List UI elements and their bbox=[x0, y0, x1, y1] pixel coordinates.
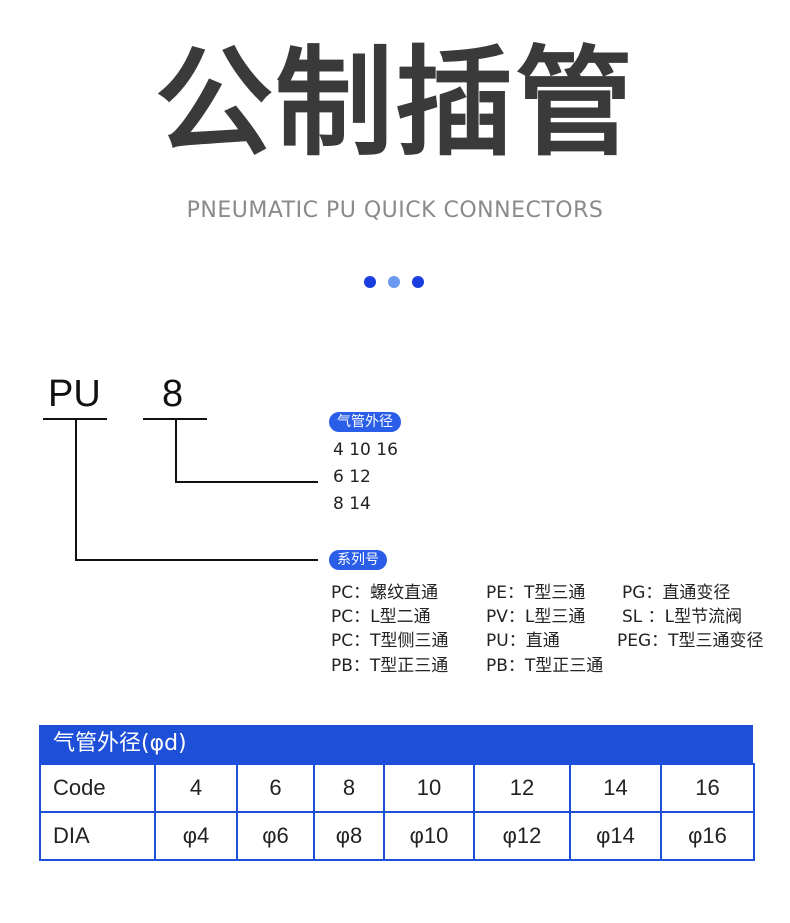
series-connector-vertical bbox=[75, 419, 77, 561]
dot-1 bbox=[364, 276, 376, 288]
table-cell: φ10 bbox=[383, 811, 475, 861]
page-title: 公制插管 bbox=[154, 34, 635, 172]
dot-2 bbox=[388, 276, 400, 288]
size-connector-vertical bbox=[175, 419, 177, 483]
series-item: PE：T型三通 bbox=[486, 583, 586, 603]
table-cell: 4 bbox=[154, 763, 238, 813]
series-connector-horizontal bbox=[75, 559, 318, 561]
table-cell: 6 bbox=[236, 763, 315, 813]
series-item: PB：T型正三通 bbox=[331, 656, 449, 676]
series-label-pill: 系列号 bbox=[329, 550, 387, 570]
size-connector-horizontal bbox=[175, 481, 318, 483]
row-header-dia: DIA bbox=[39, 811, 156, 861]
series-item: PG：直通变径 bbox=[622, 583, 731, 603]
table-cell: 12 bbox=[473, 763, 571, 813]
table-row-code: Code 4 6 8 10 12 14 16 bbox=[39, 763, 755, 813]
decorative-dots bbox=[362, 276, 432, 290]
series-item: SL ：L型节流阀 bbox=[622, 607, 743, 627]
table-cell: 8 bbox=[313, 763, 385, 813]
table-cell: φ4 bbox=[154, 811, 238, 861]
series-item: PC：T型侧三通 bbox=[331, 631, 449, 651]
table-cell: 16 bbox=[660, 763, 755, 813]
size-line-2: 6 12 bbox=[333, 467, 371, 487]
series-code: PU bbox=[48, 373, 101, 415]
table-cell: 10 bbox=[383, 763, 475, 813]
series-item: PV：L型三通 bbox=[486, 607, 586, 627]
table-cell: 14 bbox=[569, 763, 662, 813]
series-item: PC：L型二通 bbox=[331, 607, 431, 627]
table-row-dia: DIA φ4 φ6 φ8 φ10 φ12 φ14 φ16 bbox=[39, 811, 755, 861]
series-item: PEG：T型三通变径 bbox=[617, 631, 764, 651]
table-cell: φ14 bbox=[569, 811, 662, 861]
series-item: PU：直通 bbox=[486, 631, 560, 651]
row-header-code: Code bbox=[39, 763, 156, 813]
table-title: 气管外径(φd) bbox=[39, 725, 753, 763]
page-subtitle: PNEUMATIC PU QUICK CONNECTORS bbox=[186, 198, 604, 223]
table-cell: φ12 bbox=[473, 811, 571, 861]
size-line-1: 4 10 16 bbox=[333, 440, 398, 460]
dot-3 bbox=[412, 276, 424, 288]
size-code: 8 bbox=[162, 373, 184, 415]
size-table: 气管外径(φd) Code 4 6 8 10 12 14 16 DIA φ4 φ… bbox=[39, 725, 755, 861]
table-cell: φ8 bbox=[313, 811, 385, 861]
table-cell: φ6 bbox=[236, 811, 315, 861]
size-label-pill: 气管外径 bbox=[329, 412, 401, 432]
size-line-3: 8 14 bbox=[333, 494, 371, 514]
size-grid: Code 4 6 8 10 12 14 16 DIA φ4 φ6 φ8 φ10 … bbox=[39, 763, 755, 861]
table-cell: φ16 bbox=[660, 811, 755, 861]
series-item: PC：螺纹直通 bbox=[331, 583, 439, 603]
series-item: PB：T型正三通 bbox=[486, 656, 604, 676]
